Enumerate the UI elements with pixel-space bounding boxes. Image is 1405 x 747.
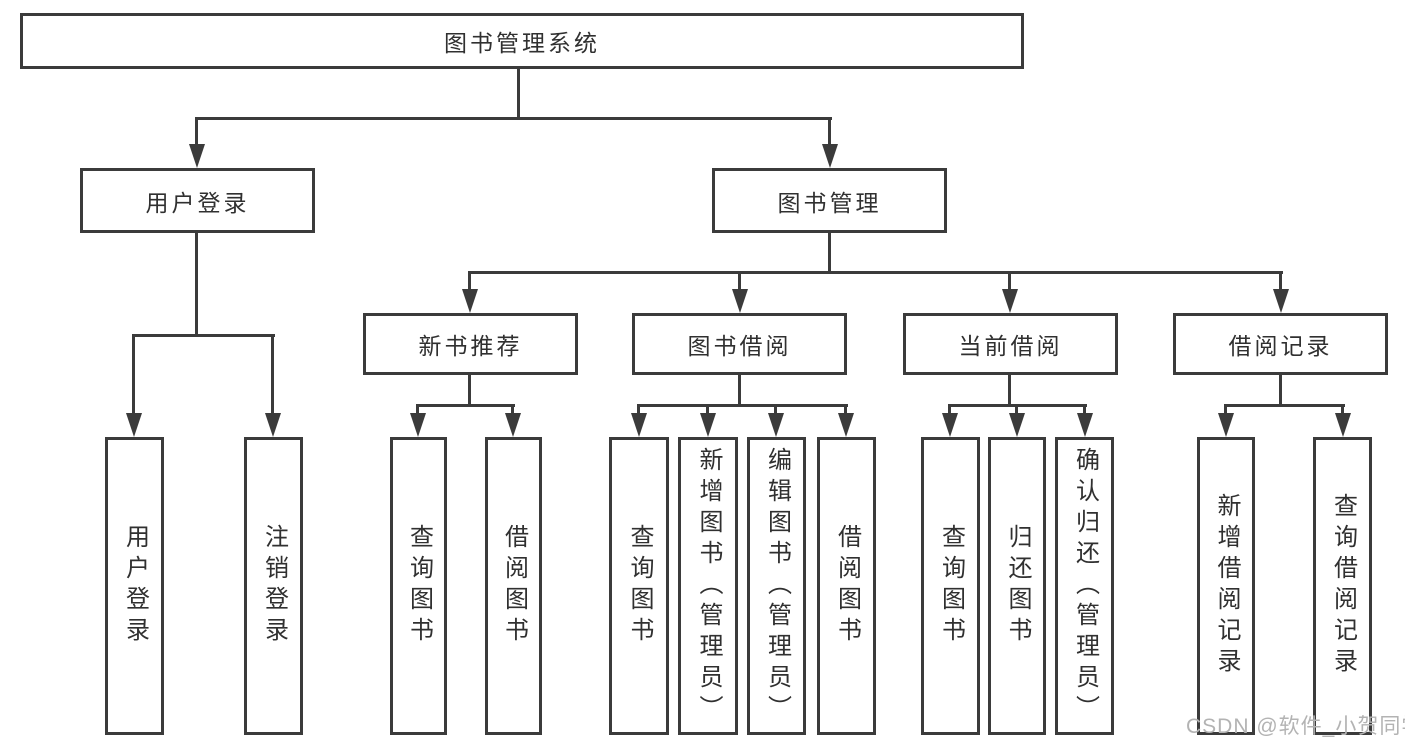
connector-line: [1224, 404, 1345, 407]
connector-line: [1341, 404, 1344, 418]
leaf-return-book-label: 归还图书: [1004, 524, 1031, 648]
arrow-down-icon: [768, 413, 784, 437]
arrow-down-icon: [1218, 413, 1234, 437]
leaf-query-books-2-label: 查询图书: [626, 524, 653, 648]
connector-line: [1008, 271, 1011, 293]
connector-line: [468, 375, 471, 406]
node-current-borrowing-label: 当前借阅: [958, 333, 1063, 359]
connector-line: [132, 334, 275, 337]
node-user-login: 用户登录: [80, 168, 315, 233]
connector-line: [132, 334, 135, 418]
node-book-borrowing: 图书借阅: [632, 313, 847, 375]
leaf-confirm-return-admin-label: 确认归还（管理员）: [1071, 446, 1099, 726]
arrow-down-icon: [838, 413, 854, 437]
arrow-down-icon: [1335, 413, 1351, 437]
leaf-borrow-books-1: 借阅图书: [485, 437, 542, 735]
node-current-borrowing: 当前借阅: [903, 313, 1118, 375]
arrow-down-icon: [462, 289, 478, 313]
connector-line: [1083, 404, 1086, 418]
leaf-borrow-books-2-label: 借阅图书: [833, 524, 861, 648]
leaf-add-book-admin: 新增图书（管理员）: [678, 437, 738, 735]
csdn-watermark: CSDN @软件_小贺同学: [1186, 715, 1405, 738]
connector-line: [416, 404, 515, 407]
arrow-down-icon: [265, 413, 281, 437]
node-book-management-label: 图书管理: [777, 189, 882, 216]
node-new-book-recommend-label: 新书推荐: [418, 333, 523, 359]
connector-line: [1008, 375, 1011, 406]
leaf-add-book-admin-label: 新增图书（管理员）: [695, 446, 722, 726]
connector-line: [271, 334, 274, 418]
connector-line: [774, 404, 777, 418]
arrow-down-icon: [410, 413, 426, 437]
node-root: 图书管理系统: [20, 13, 1024, 69]
leaf-edit-book-admin-label: 编辑图书（管理员）: [763, 446, 791, 726]
leaf-query-borrow-record-label: 查询借阅记录: [1329, 493, 1357, 679]
connector-line: [637, 404, 848, 407]
connector-line: [511, 404, 514, 418]
node-book-management: 图书管理: [712, 168, 947, 233]
connector-line: [195, 117, 198, 149]
leaf-query-books-1: 查询图书: [390, 437, 447, 735]
connector-line: [828, 233, 831, 273]
arrow-down-icon: [822, 144, 838, 168]
leaf-query-books-1-label: 查询图书: [405, 524, 433, 648]
leaf-logout: 注销登录: [244, 437, 303, 735]
connector-line: [1279, 271, 1282, 293]
arrow-down-icon: [700, 413, 716, 437]
leaf-query-books-2: 查询图书: [609, 437, 669, 735]
connector-line: [468, 271, 1283, 274]
connector-line: [844, 404, 847, 418]
connector-line: [706, 404, 709, 418]
arrow-down-icon: [1002, 289, 1018, 313]
leaf-return-book: 归还图书: [988, 437, 1046, 735]
node-root-label: 图书管理系统: [444, 30, 600, 56]
leaf-logout-label: 注销登录: [260, 524, 288, 648]
arrow-down-icon: [1009, 413, 1025, 437]
leaf-query-books-3-label: 查询图书: [937, 524, 965, 648]
node-borrowing-records-label: 借阅记录: [1228, 333, 1333, 359]
connector-line: [517, 69, 520, 119]
connector-line: [1224, 404, 1227, 418]
connector-line: [195, 233, 198, 336]
leaf-query-borrow-record: 查询借阅记录: [1313, 437, 1372, 735]
leaf-add-borrow-record-label: 新增借阅记录: [1213, 493, 1240, 679]
connector-line: [637, 404, 640, 418]
leaf-query-books-3: 查询图书: [921, 437, 980, 735]
leaf-user-login: 用户登录: [105, 437, 164, 735]
leaf-user-login-label: 用户登录: [121, 524, 149, 648]
leaf-add-borrow-record: 新增借阅记录: [1197, 437, 1255, 735]
arrow-down-icon: [505, 413, 521, 437]
arrow-down-icon: [732, 289, 748, 313]
connector-line: [416, 404, 419, 418]
arrow-down-icon: [189, 144, 205, 168]
connector-line: [738, 375, 741, 406]
arrow-down-icon: [631, 413, 647, 437]
arrow-down-icon: [1273, 289, 1289, 313]
node-user-login-label: 用户登录: [145, 189, 250, 216]
connector-line: [948, 404, 951, 418]
leaf-borrow-books-1-label: 借阅图书: [500, 524, 528, 648]
node-borrowing-records: 借阅记录: [1173, 313, 1388, 375]
connector-line: [1015, 404, 1018, 418]
connector-line: [738, 271, 741, 293]
arrow-down-icon: [1077, 413, 1093, 437]
connector-line: [1279, 375, 1282, 406]
node-book-borrowing-label: 图书借阅: [687, 333, 792, 359]
connector-line: [828, 117, 831, 149]
leaf-borrow-books-2: 借阅图书: [817, 437, 876, 735]
arrow-down-icon: [942, 413, 958, 437]
leaf-confirm-return-admin: 确认归还（管理员）: [1055, 437, 1114, 735]
node-new-book-recommend: 新书推荐: [363, 313, 578, 375]
connector-line: [468, 271, 471, 293]
arrow-down-icon: [126, 413, 142, 437]
leaf-edit-book-admin: 编辑图书（管理员）: [747, 437, 806, 735]
connector-line: [195, 117, 832, 120]
